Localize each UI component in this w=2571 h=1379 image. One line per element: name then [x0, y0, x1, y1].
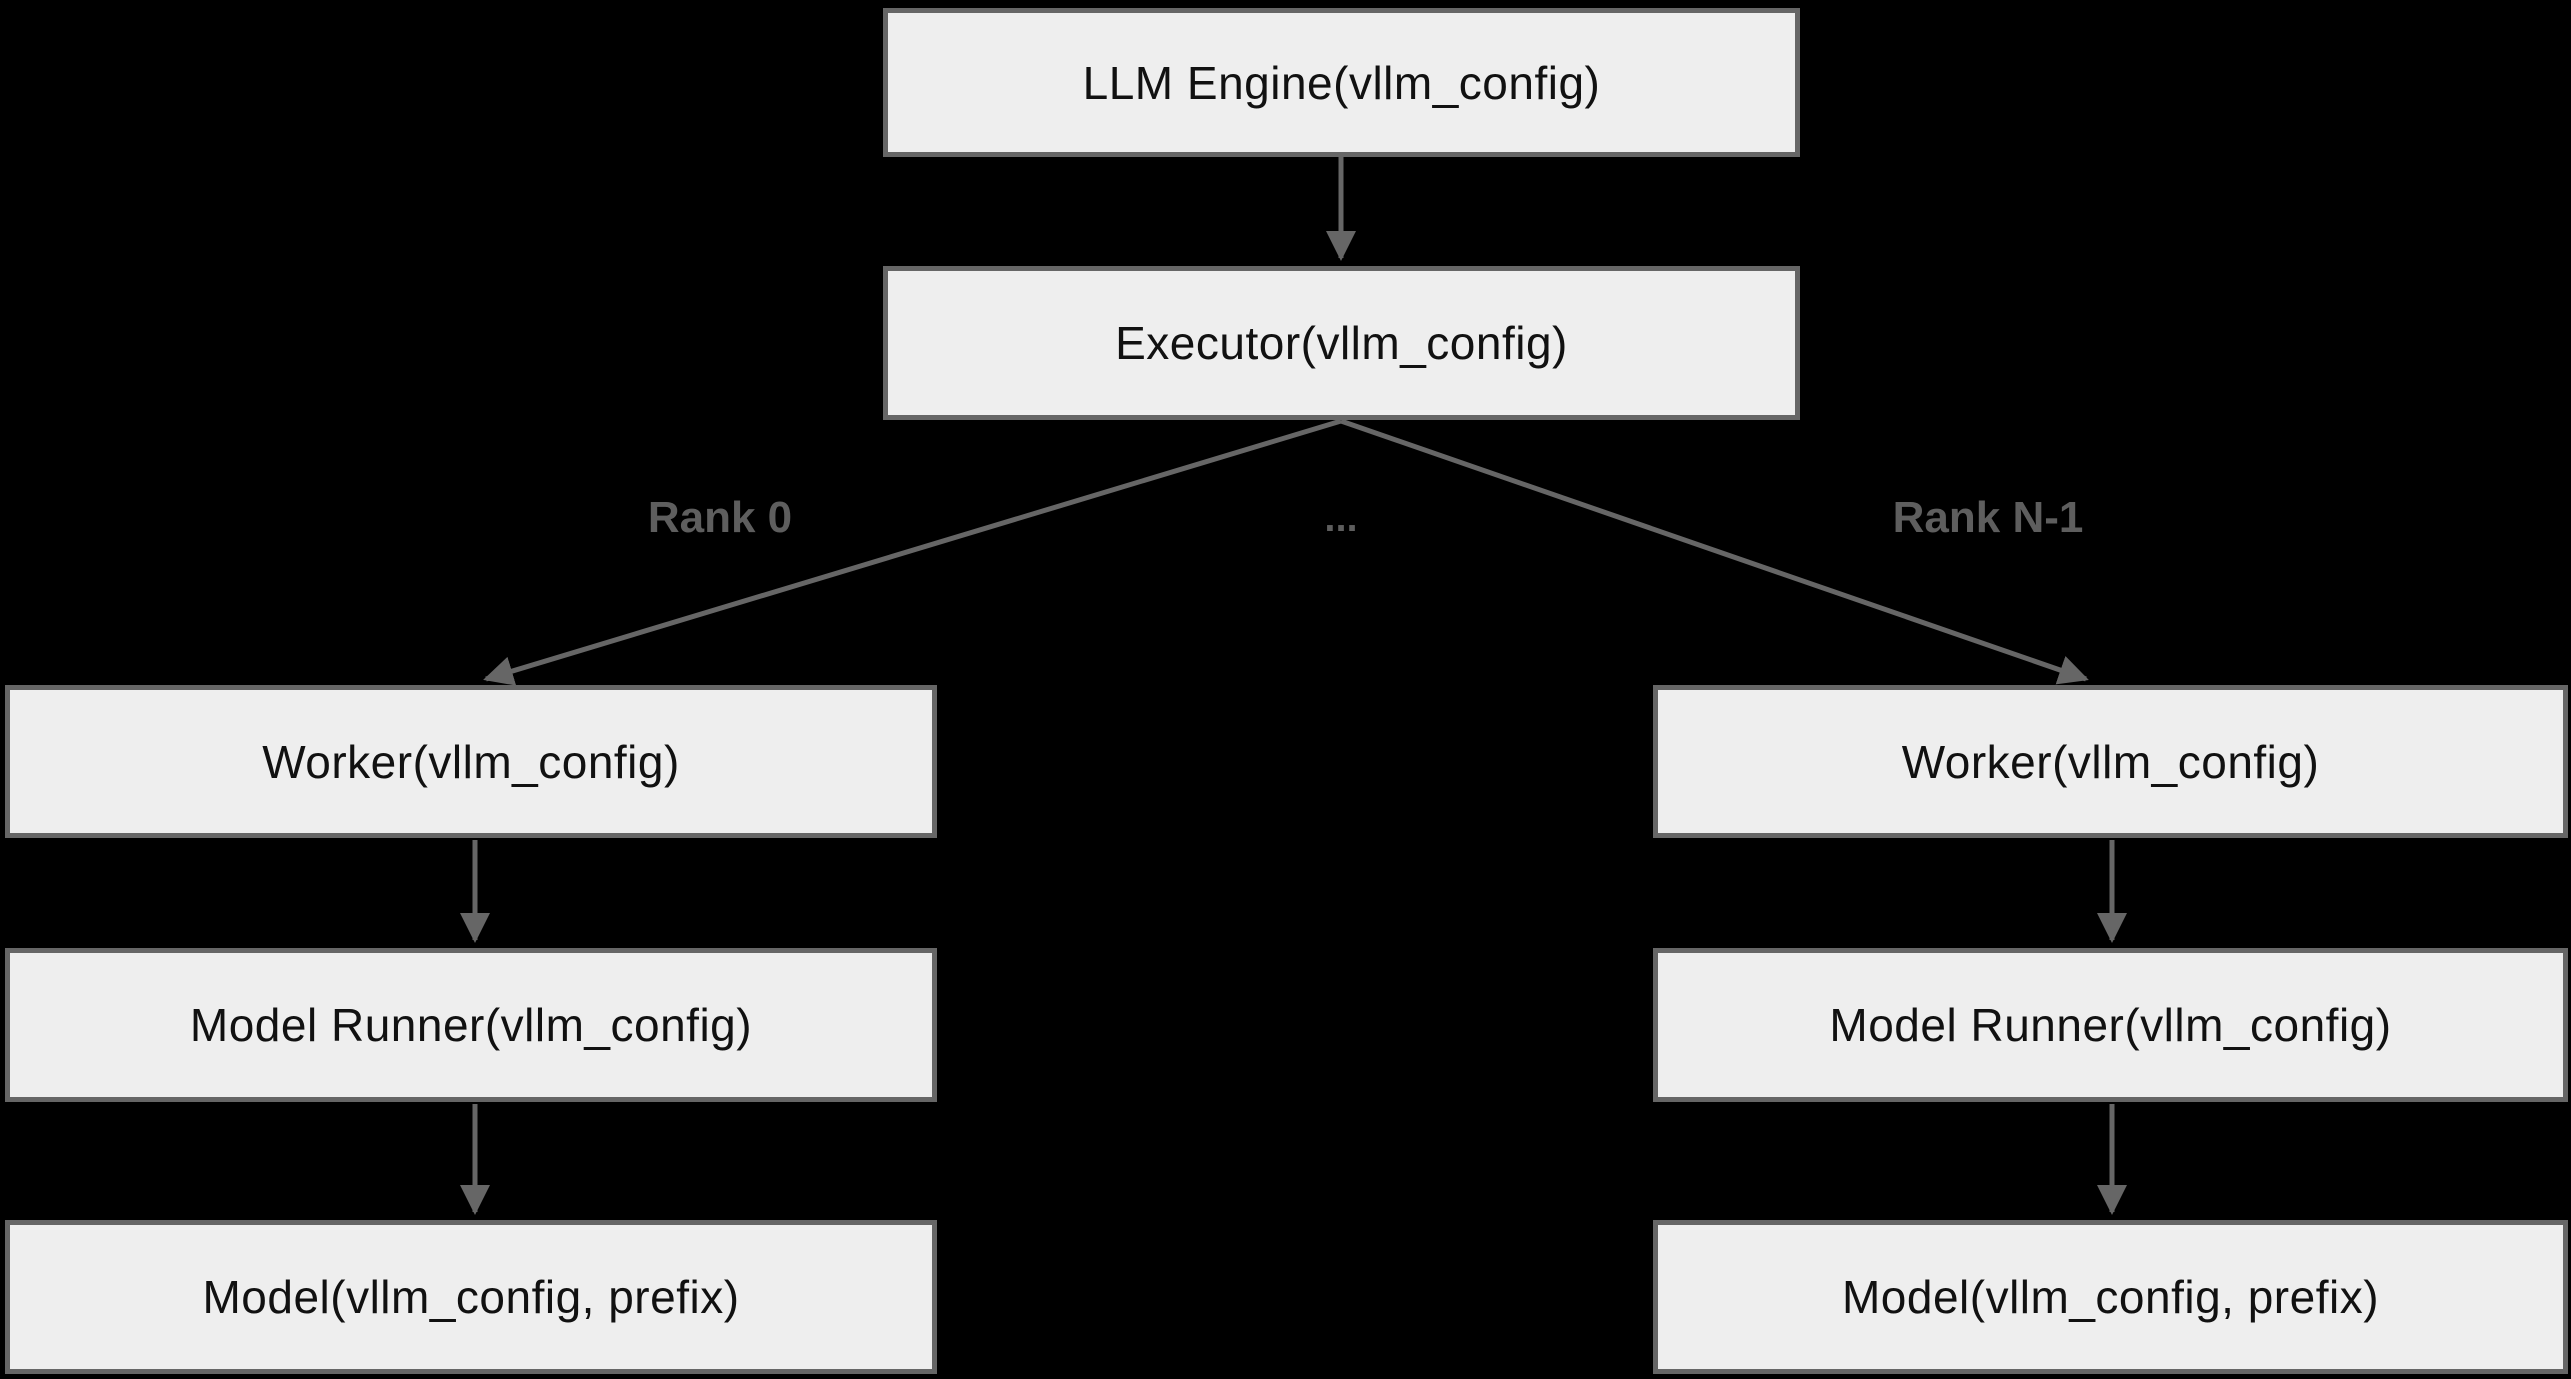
node-model-rank-n1-label: Model(vllm_config, prefix)	[1841, 1271, 2380, 1323]
node-llm-engine-label: LLM Engine(vllm_config)	[1082, 56, 1601, 109]
node-executor: Executor(vllm_config)	[883, 266, 1800, 420]
node-model-runner-rank0: Model Runner(vllm_config)	[5, 948, 937, 1102]
edge-label-rank-n-1: Rank N-1	[1892, 493, 2084, 542]
edge-executor-to-worker-left	[483, 418, 1342, 686]
node-model-runner-rank0-label: Model Runner(vllm_config)	[189, 999, 753, 1051]
node-worker-rank0-label: Worker(vllm_config)	[262, 735, 680, 788]
edge-label-ellipsis: ...	[1324, 496, 1358, 540]
node-model-rank-n1: Model(vllm_config, prefix)	[1653, 1220, 2568, 1374]
node-worker-rank-n1: Worker(vllm_config)	[1653, 685, 2568, 838]
node-llm-engine: LLM Engine(vllm_config)	[883, 8, 1800, 157]
node-model-runner-rank-n1: Model Runner(vllm_config)	[1653, 948, 2568, 1102]
node-model-rank0: Model(vllm_config, prefix)	[5, 1220, 937, 1374]
edge-executor-to-worker-right	[1340, 418, 2089, 685]
node-model-runner-rank-n1-label: Model Runner(vllm_config)	[1829, 999, 2392, 1051]
node-executor-label: Executor(vllm_config)	[1115, 317, 1568, 369]
edge-label-rank-0: Rank 0	[647, 493, 793, 542]
node-model-rank0-label: Model(vllm_config, prefix)	[202, 1271, 740, 1323]
node-worker-rank-n1-label: Worker(vllm_config)	[1901, 735, 2320, 788]
node-worker-rank0: Worker(vllm_config)	[5, 685, 937, 838]
